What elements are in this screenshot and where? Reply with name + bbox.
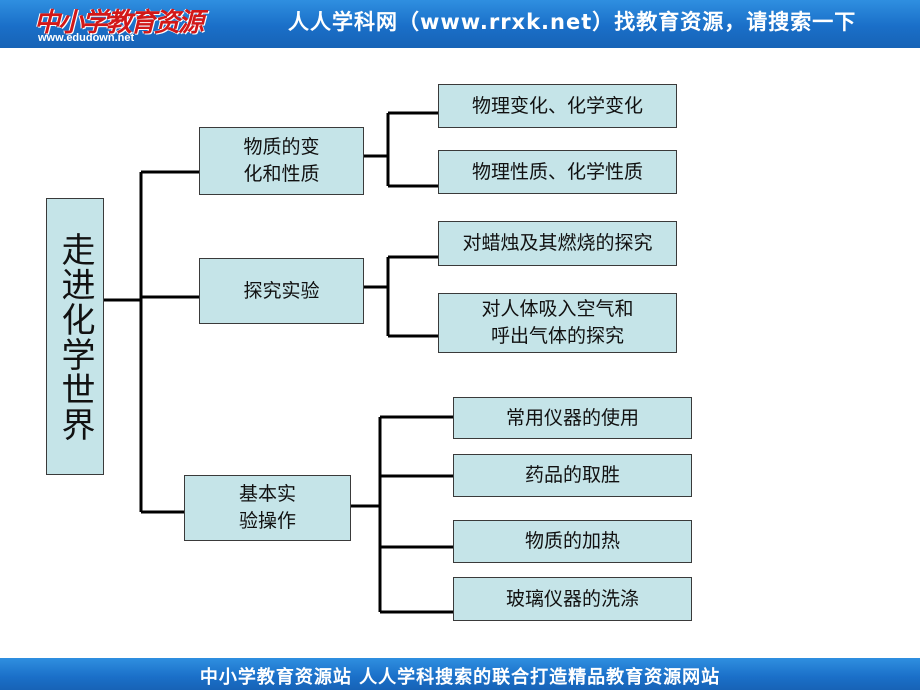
leaf-node-2-1: 对蜡烛及其燃烧的探究 bbox=[438, 221, 677, 266]
leaf-2-1-label: 对蜡烛及其燃烧的探究 bbox=[462, 232, 653, 254]
leaf-1-1-label: 物理变化、化学变化 bbox=[471, 94, 643, 117]
leaf-3-3-label: 物质的加热 bbox=[524, 530, 620, 552]
leaf-node-1-2: 物理性质、化学性质 bbox=[438, 150, 677, 194]
leaf-node-3-1: 常用仪器的使用 bbox=[453, 397, 692, 439]
leaf-node-3-3: 物质的加热 bbox=[453, 520, 692, 563]
branch-2-label: 探究实验 bbox=[243, 279, 320, 302]
leaf-3-2-label: 药品的取胜 bbox=[524, 464, 620, 486]
header-slogan: 人人学科网（www.rrxk.net）找教育资源，请搜索一下 bbox=[288, 10, 857, 34]
branch-3-label: 基本实 验操作 bbox=[238, 483, 296, 532]
leaf-2-2-label: 对人体吸入空气和 呼出气体的探究 bbox=[481, 298, 634, 347]
branch-1-label: 物质的变 化和性质 bbox=[243, 136, 320, 185]
branch-node-2: 探究实验 bbox=[199, 258, 364, 324]
leaf-3-4-label: 玻璃仪器的洗涤 bbox=[505, 587, 639, 610]
leaf-node-3-4: 玻璃仪器的洗涤 bbox=[453, 577, 692, 621]
branch-node-1: 物质的变 化和性质 bbox=[199, 127, 364, 195]
leaf-node-3-2: 药品的取胜 bbox=[453, 454, 692, 497]
footer-text[interactable]: 中小学教育资源站 人人学科搜索的联合打造精品教育资源网站 bbox=[199, 667, 721, 688]
leaf-node-2-2: 对人体吸入空气和 呼出气体的探究 bbox=[438, 293, 677, 353]
mindmap-root-node: 走进化学世界 bbox=[46, 198, 104, 475]
branch-node-3: 基本实 验操作 bbox=[184, 475, 351, 541]
leaf-1-2-label: 物理性质、化学性质 bbox=[471, 160, 643, 183]
footer-banner: 中小学教育资源站 人人学科搜索的联合打造精品教育资源网站 bbox=[0, 658, 920, 690]
leaf-node-1-1: 物理变化、化学变化 bbox=[438, 84, 677, 128]
root-label: 走进化学世界 bbox=[55, 231, 95, 442]
leaf-3-1-label: 常用仪器的使用 bbox=[505, 406, 639, 429]
header-banner: 中小学教育资源 www.edudown.net 人人学科网（www.rrxk.n… bbox=[0, 0, 920, 48]
logo-url[interactable]: www.edudown.net bbox=[38, 32, 135, 44]
